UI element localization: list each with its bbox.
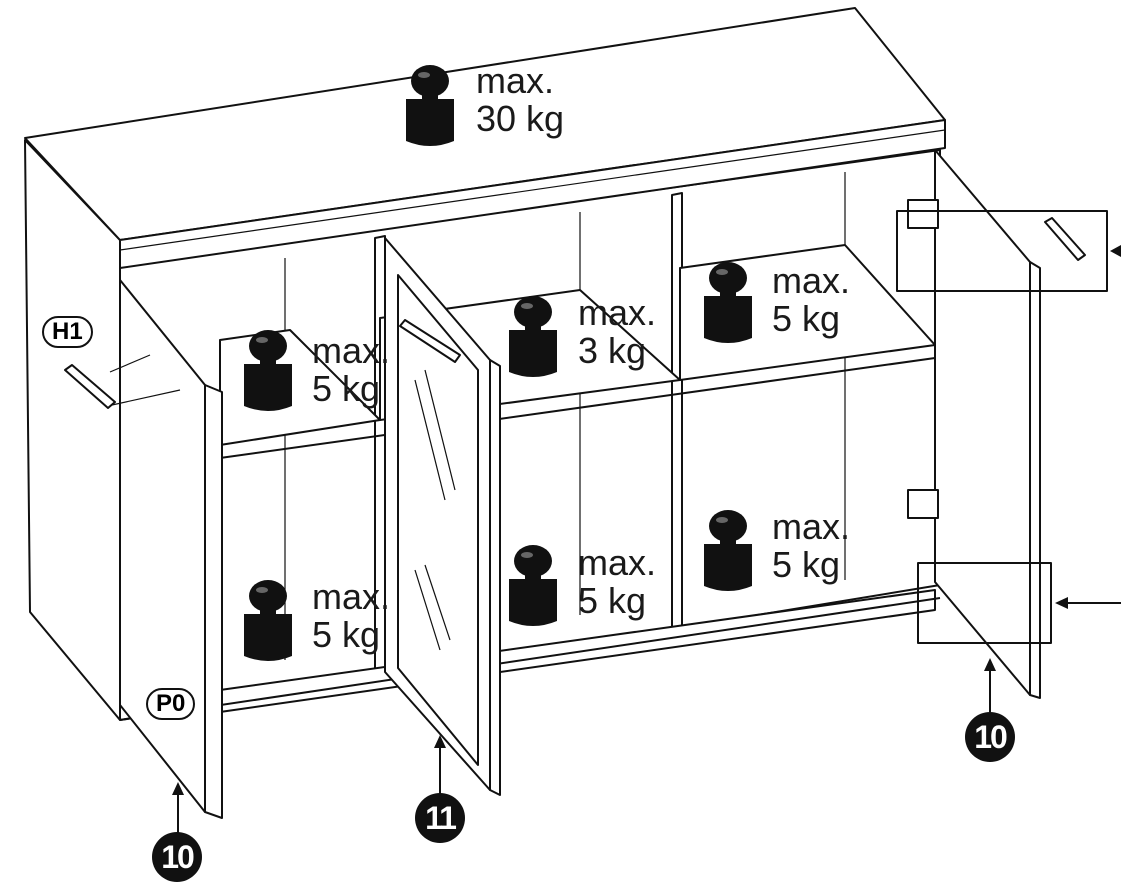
load-label-top: max.30 kg xyxy=(476,60,565,139)
load-label-left-upper: max.5 kg xyxy=(312,330,391,409)
weight-icon xyxy=(406,65,454,146)
divider-right xyxy=(671,192,683,643)
weight-icon xyxy=(509,545,557,626)
detail-box-upper xyxy=(896,210,1108,292)
weight-icon xyxy=(244,580,292,661)
weight-icon xyxy=(704,262,752,343)
load-label-left-lower: max.5 kg xyxy=(312,576,391,655)
right-door-handle xyxy=(1044,217,1086,261)
weight-icon xyxy=(704,510,752,591)
top-front-edge xyxy=(119,119,946,269)
load-label-middle-upper: max.3 kg xyxy=(578,292,657,371)
right-door xyxy=(934,149,1031,696)
hinge-upper xyxy=(907,199,939,229)
left-door-edge xyxy=(204,384,223,819)
weight-icons xyxy=(244,65,752,661)
part-tag-h1: H1 xyxy=(42,316,93,348)
weight-icon xyxy=(244,330,292,411)
part-tag-p0: P0 xyxy=(146,688,196,720)
arrow-icon xyxy=(172,245,1121,835)
step-number-glass-door: 11 xyxy=(415,793,465,843)
weight-icon xyxy=(509,296,557,377)
load-label-right-upper: max.5 kg xyxy=(772,260,851,339)
handle-h1 xyxy=(64,364,116,409)
load-label-right-lower: max.5 kg xyxy=(772,506,851,585)
hinge-lower xyxy=(907,489,939,519)
glass-door-handle xyxy=(399,319,461,363)
step-number-right-door: 10 xyxy=(965,712,1015,762)
load-label-middle-lower: max.5 kg xyxy=(578,542,657,621)
detail-box-lower xyxy=(917,562,1052,644)
left-side-panel xyxy=(24,139,121,721)
step-number-left-door: 10 xyxy=(152,832,202,882)
